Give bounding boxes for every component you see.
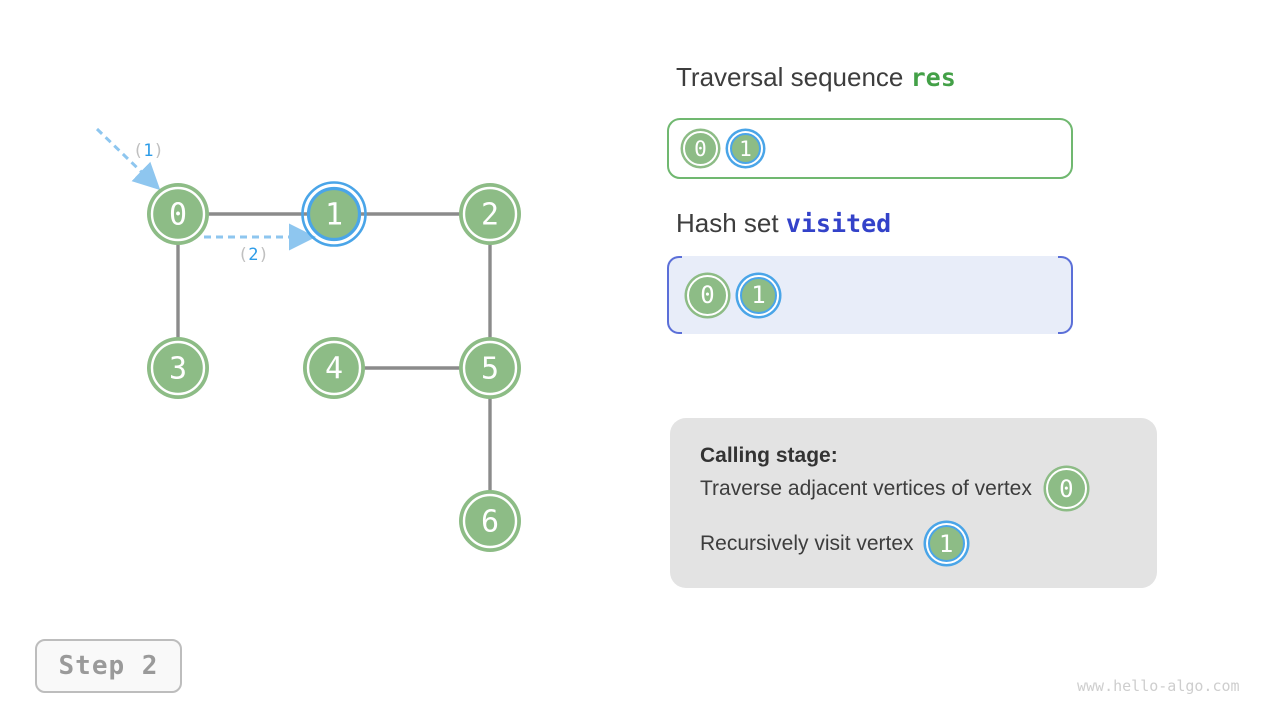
- graph-node-label: 3: [169, 352, 187, 387]
- res-title-text: Traversal sequence: [676, 62, 911, 92]
- graph-node-1: 1: [301, 181, 367, 247]
- graph-node-2: 2: [459, 183, 521, 245]
- set-bracket-left-icon: [667, 256, 682, 334]
- graph-node-label: 4: [325, 352, 343, 387]
- graph-node-3: 3: [147, 337, 209, 399]
- graph-node-label: 5: [481, 352, 499, 387]
- vertex-chip-0: 0: [1045, 468, 1087, 509]
- res-code-label: res: [910, 63, 956, 92]
- vertex-chip-1: 1: [730, 133, 761, 164]
- graph-node-label: 1: [325, 198, 343, 233]
- visited-title-text: Hash set: [676, 208, 786, 238]
- graph-node-0: 0: [147, 183, 209, 245]
- graph-node-label: 0: [169, 198, 187, 233]
- graph-node-label: 2: [481, 198, 499, 233]
- calling-stage-title: Calling stage:: [700, 444, 838, 467]
- visit-arrow-label-1: (1): [133, 141, 164, 161]
- visited-code-label: visited: [785, 209, 892, 238]
- graph-node-4: 4: [303, 337, 365, 399]
- graph-node-6: 6: [459, 490, 521, 552]
- vertex-chip-0: 0: [687, 274, 728, 316]
- res-title: Traversal sequence res: [676, 62, 956, 93]
- calling-stage-box: Calling stage: Traverse adjacent vertice…: [670, 418, 1157, 588]
- calling-line: Recursively visit vertex 1: [700, 525, 1127, 562]
- graph-node-5: 5: [459, 337, 521, 399]
- traversal-arrows: (1) (2): [95, 127, 316, 265]
- visit-arrow-1: [95, 127, 161, 191]
- calling-line-text: Recursively visit vertex: [700, 531, 914, 555]
- step-button[interactable]: Step 2: [35, 639, 182, 693]
- visit-arrow-label-2: (2): [238, 245, 269, 265]
- graph-node-label: 6: [481, 505, 499, 540]
- graph-diagram: (1) (2) 0 1 2 3 4 5 6: [95, 127, 521, 552]
- watermark: www.hello-algo.com: [1077, 677, 1240, 695]
- graph-nodes: 0 1 2 3 4 5 6: [147, 181, 521, 552]
- calling-line-text: Traverse adjacent vertices of vertex: [700, 476, 1032, 500]
- vertex-chip-0: 0: [683, 131, 718, 166]
- vertex-chip-1: 1: [927, 525, 965, 562]
- visited-title: Hash set visited: [676, 208, 891, 239]
- step-button-label: Step 2: [58, 651, 159, 681]
- vertex-chip-1: 1: [740, 276, 777, 314]
- calling-line: Traverse adjacent vertices of vertex 0: [700, 468, 1127, 509]
- set-bracket-right-icon: [1058, 256, 1073, 334]
